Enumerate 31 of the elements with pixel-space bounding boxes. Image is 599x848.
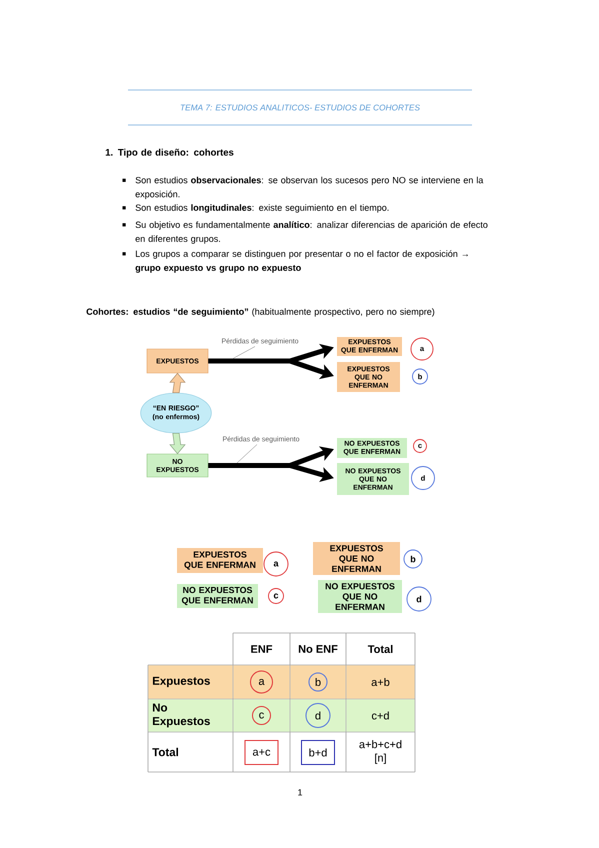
bullet-text: Los grupos a comparar se distinguen por presentar o no el factor de exposición → grupo expuesto vs grupo no expuesto xyxy=(136,250,468,273)
block-arrow xyxy=(169,372,186,394)
circled-letter: c xyxy=(252,706,271,725)
title: TEMA 7: ESTUDIOS ANALITICOS- ESTUDIOS DE COHORTES xyxy=(180,104,420,110)
outcome-box: EXPUESTOS QUE ENFERMAN xyxy=(177,548,263,573)
circled-letter: a xyxy=(250,670,273,694)
page-number: 1 xyxy=(298,789,302,796)
row-header: Total xyxy=(152,748,178,756)
bullet-text: Son estudios observacionales: se observan los sucesos pero NO se interviene en la exposición. xyxy=(136,176,484,200)
intro-text: Cohortes: estudios “de seguimiento” (habitualmente prospectivo, pero no siempre) xyxy=(86,308,434,317)
table-cell: c+d xyxy=(346,699,415,732)
block-arrow xyxy=(169,432,186,454)
outcome-box: NO EXPUESTOS QUE NO ENFERMAN xyxy=(318,580,402,613)
cell-value: a+b+c+d [n] xyxy=(359,740,402,764)
boxed-value: b+d xyxy=(301,740,335,765)
column-header: Total xyxy=(368,644,392,654)
outcome-box: NO EXPUESTOS QUE ENFERMAN xyxy=(177,584,258,608)
table-cell: No Expuestos xyxy=(148,699,233,732)
column-header: No ENF xyxy=(298,645,338,653)
column-header: ENF xyxy=(251,645,272,653)
section-heading: 1. Tipo de diseño: cohortes xyxy=(106,148,234,158)
circled-letter: b xyxy=(308,672,328,692)
boxed-value: a+c xyxy=(244,740,278,765)
bullet-text: Su objetivo es fundamentalmente analítico: analizar diferencias de aparición de efecto en diferentes grupos. xyxy=(136,221,488,244)
table-cell: a+b xyxy=(346,665,415,699)
leader-line xyxy=(232,346,256,359)
table-cell: Expuestos xyxy=(148,665,233,699)
bullet-text: Son estudios longitudinales: existe seguimiento en el tiempo. xyxy=(136,204,388,213)
outcome-box: EXPUESTOS QUE NO ENFERMAN xyxy=(313,542,400,575)
leader-line xyxy=(236,444,258,464)
circled-letter: d xyxy=(306,703,330,728)
